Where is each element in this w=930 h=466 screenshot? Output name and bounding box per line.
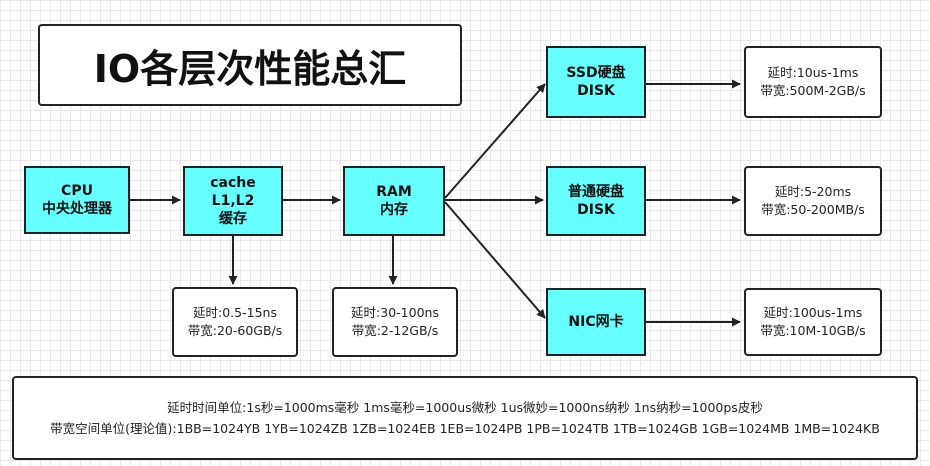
node-cpu-line-1: CPU	[61, 183, 93, 199]
node-nic-line-1: NIC网卡	[568, 314, 624, 330]
node-ram: RAM 内存	[343, 166, 445, 236]
metrics-hdd: 延时:5-20ms 带宽:50-200MB/s	[744, 166, 882, 236]
node-cpu-line-2: 中央处理器	[42, 201, 112, 217]
metrics-ram-latency: 延时:30-100ns	[351, 305, 439, 320]
node-hdd-line-2: DISK	[577, 202, 615, 218]
node-hdd-line-1: 普通硬盘	[568, 184, 624, 200]
metrics-ssd: 延时:10us-1ms 带宽:500M-2GB/s	[744, 46, 882, 118]
metrics-ram: 延时:30-100ns 带宽:2-12GB/s	[332, 287, 458, 357]
diagram-title: IO各层次性能总汇	[38, 24, 462, 106]
node-cache-line-1: cache	[210, 175, 256, 191]
metrics-nic-bandwidth: 带宽:10M-10GB/s	[760, 323, 866, 338]
metrics-ram-bandwidth: 带宽:2-12GB/s	[351, 323, 439, 338]
latency-units: 延时时间单位:1s秒=1000ms毫秒 1ms毫秒=1000us微秒 1us微妙…	[167, 400, 763, 415]
units-legend: 延时时间单位:1s秒=1000ms毫秒 1ms毫秒=1000us微秒 1us微妙…	[12, 376, 918, 460]
node-ram-line-1: RAM	[376, 184, 412, 200]
node-nic: NIC网卡	[546, 288, 646, 356]
node-ssd-line-2: DISK	[577, 83, 615, 99]
arrow-ram-to-ssd	[444, 83, 546, 199]
metrics-cache-bandwidth: 带宽:20-60GB/s	[187, 323, 283, 338]
metrics-nic: 延时:100us-1ms 带宽:10M-10GB/s	[744, 288, 882, 356]
metrics-nic-latency: 延时:100us-1ms	[763, 305, 863, 320]
node-ssd-line-1: SSD硬盘	[566, 65, 626, 81]
metrics-hdd-bandwidth: 带宽:50-200MB/s	[761, 202, 865, 217]
metrics-ssd-bandwidth: 带宽:500M-2GB/s	[760, 83, 866, 98]
metrics-hdd-latency: 延时:5-20ms	[774, 184, 852, 199]
node-cache-line-2: L1,L2	[211, 193, 255, 209]
bandwidth-units: 带宽空间单位(理论值):1BB=1024YB 1YB=1024ZB 1ZB=10…	[50, 421, 880, 436]
node-ram-line-2: 内存	[380, 202, 408, 218]
node-ssd: SSD硬盘 DISK	[546, 46, 646, 118]
metrics-cache-latency: 延时:0.5-15ns	[193, 305, 277, 320]
node-cache-line-3: 缓存	[219, 211, 247, 227]
arrow-ram-to-nic	[444, 201, 546, 319]
node-cpu: CPU 中央处理器	[24, 166, 130, 234]
metrics-cache: 延时:0.5-15ns 带宽:20-60GB/s	[172, 287, 298, 357]
node-cache: cache L1,L2 缓存	[183, 166, 283, 236]
node-hdd: 普通硬盘 DISK	[546, 166, 646, 236]
metrics-ssd-latency: 延时:10us-1ms	[767, 65, 859, 80]
